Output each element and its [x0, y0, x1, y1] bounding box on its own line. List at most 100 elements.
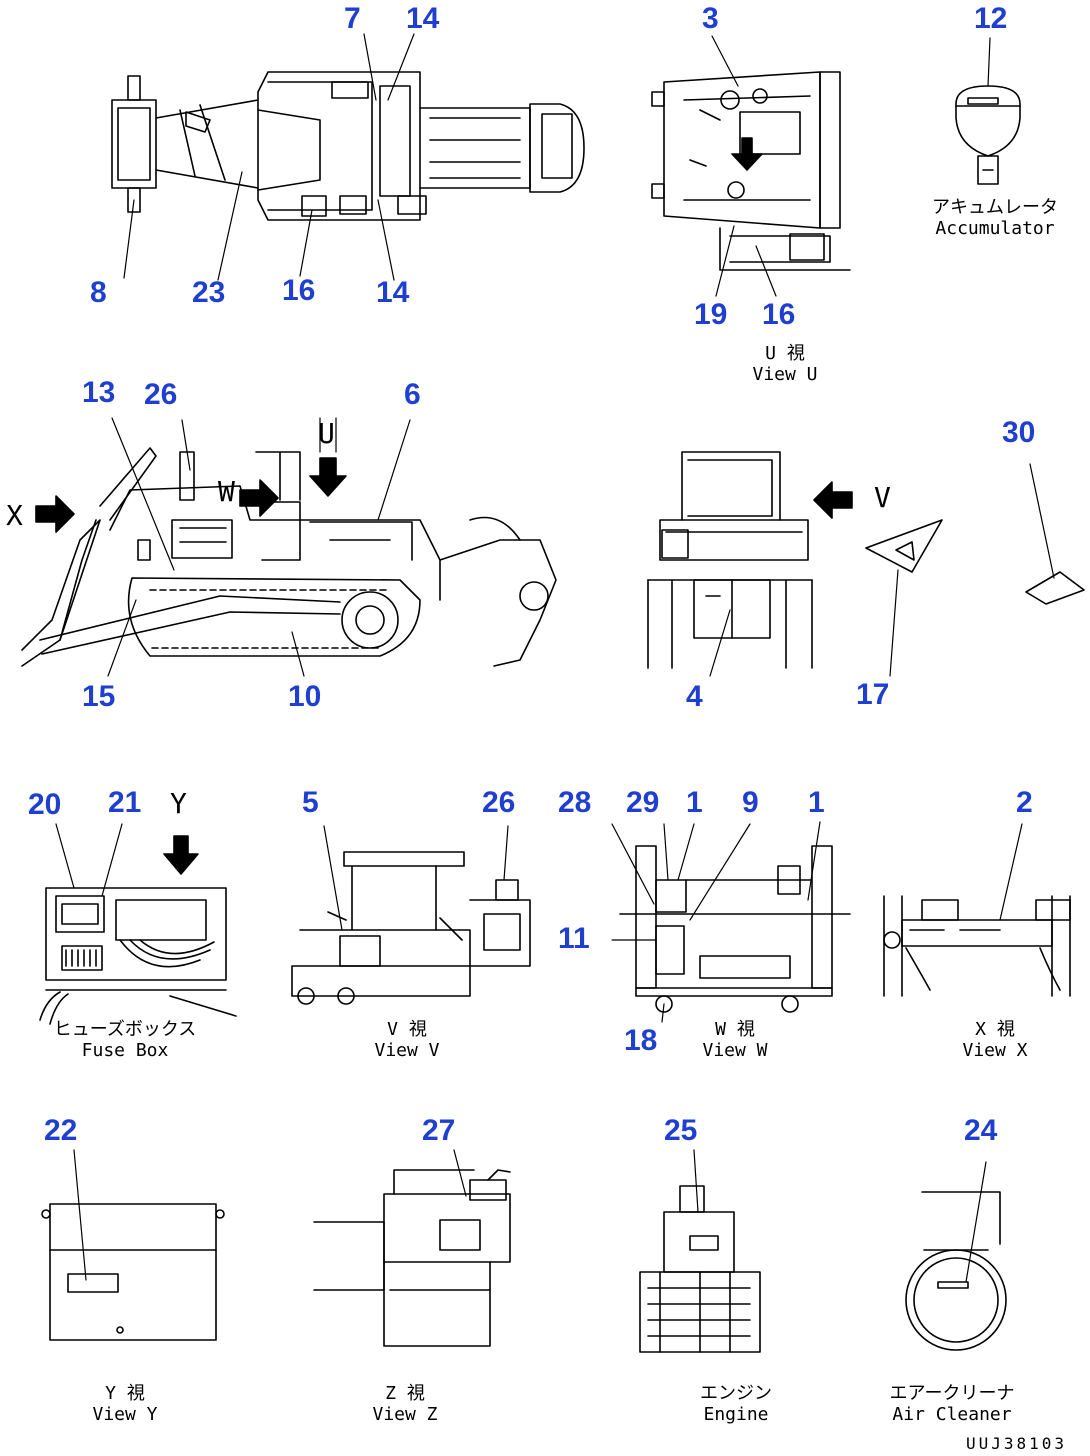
callout-24: 24 — [964, 1114, 998, 1147]
caption-air-cleaner-jp: エアークリーナ — [889, 1383, 1015, 1404]
leader-lines-view-x — [1000, 824, 1022, 920]
caption-air-cleaner-en: Air Cleaner — [892, 1403, 1012, 1425]
side-view-machine — [22, 448, 556, 666]
caption-view-x-jp: X 視 — [975, 1019, 1015, 1040]
callout-16: 16 — [762, 298, 796, 331]
view-x-drawing — [884, 896, 1070, 996]
callout-20: 20 — [28, 788, 62, 821]
callout-23: 23 — [192, 276, 226, 309]
leader-lines-fuse-box — [56, 824, 122, 896]
callout-2: 2 — [1016, 786, 1033, 819]
leader-lines-engine — [694, 1150, 698, 1212]
callout-29: 29 — [626, 786, 660, 819]
caption-view-z-en: View Z — [372, 1403, 438, 1425]
callout-30: 30 — [1002, 416, 1036, 449]
caption-engine: エンジン Engine — [676, 1383, 796, 1425]
callout-15: 15 — [82, 680, 116, 713]
decal-30-drawing — [1026, 464, 1084, 604]
caption-engine-jp: エンジン — [700, 1383, 772, 1404]
callout-3: 3 — [702, 2, 719, 35]
callout-7: 7 — [344, 2, 361, 35]
callout-9: 9 — [742, 786, 759, 819]
decal-17-drawing — [866, 520, 942, 676]
caption-fuse-box-en: Fuse Box — [81, 1039, 169, 1061]
caption-view-u-jp: U 視 — [765, 343, 805, 364]
callout-11: 11 — [558, 922, 590, 955]
view-letter-x: X — [6, 499, 23, 532]
view-letter-u: U — [318, 417, 335, 450]
arrow-w-icon — [240, 480, 278, 516]
leader-lines-rear-view — [710, 610, 730, 676]
caption-view-y: Y 視 View Y — [70, 1383, 180, 1425]
caption-view-u-en: View U — [752, 363, 818, 385]
view-u-drawing — [652, 72, 850, 270]
callout-6: 6 — [404, 378, 421, 411]
callout-12: 12 — [974, 2, 1008, 35]
caption-view-y-jp: Y 視 — [105, 1383, 145, 1404]
callout-4: 4 — [686, 680, 703, 713]
caption-accumulator-en: Accumulator — [935, 217, 1055, 239]
top-view-machine — [112, 72, 584, 220]
leader-lines-view-u — [712, 36, 776, 296]
leader-lines-top-view — [124, 34, 414, 280]
callout-18: 18 — [624, 1024, 658, 1057]
leader-lines-air-cleaner — [966, 1162, 986, 1282]
view-v-drawing — [292, 852, 530, 1004]
caption-engine-en: Engine — [703, 1403, 769, 1425]
leader-lines-view-v — [324, 826, 508, 930]
callout-1: 1 — [808, 786, 825, 819]
drawing-code: UUJ38103 — [966, 1434, 1068, 1453]
view-w-drawing — [620, 846, 850, 1012]
caption-accumulator: アキュムレータ Accumulator — [920, 197, 1070, 239]
caption-fuse-box-jp: ヒューズボックス — [53, 1019, 197, 1040]
engine-drawing — [640, 1186, 760, 1352]
callout-22: 22 — [44, 1114, 78, 1147]
caption-view-w-en: View W — [702, 1039, 768, 1061]
callout-21: 21 — [108, 786, 142, 819]
callout-10: 10 — [288, 680, 322, 713]
caption-air-cleaner: エアークリーナ Air Cleaner — [872, 1383, 1032, 1425]
callout-17: 17 — [856, 678, 890, 711]
callout-19: 19 — [694, 298, 728, 331]
callout-26: 26 — [144, 378, 178, 411]
callout-28: 28 — [558, 786, 592, 819]
callout-8: 8 — [90, 276, 107, 309]
arrow-y-icon — [164, 836, 198, 874]
accumulator-drawing — [956, 38, 1020, 184]
caption-view-x: X 視 View X — [940, 1019, 1050, 1061]
view-letter-y: Y — [170, 787, 187, 820]
caption-view-v-jp: V 視 — [387, 1019, 427, 1040]
arrow-u-icon — [310, 458, 346, 496]
view-letter-v: V — [874, 481, 891, 514]
callout-25: 25 — [664, 1114, 698, 1147]
callout-13: 13 — [82, 376, 116, 409]
callout-1: 1 — [686, 786, 703, 819]
callout-26: 26 — [482, 786, 516, 819]
caption-view-v-en: View V — [374, 1039, 440, 1061]
leader-lines-view-y — [74, 1150, 86, 1280]
callout-14: 14 — [406, 2, 440, 35]
arrow-v-icon — [814, 482, 852, 518]
leader-lines-view-w — [612, 822, 820, 1022]
caption-view-u: U 視 View U — [730, 343, 840, 385]
caption-view-w-jp: W 視 — [715, 1019, 755, 1040]
arrow-x-icon — [36, 496, 74, 532]
rear-view-drawing — [648, 452, 812, 668]
callout-5: 5 — [302, 786, 319, 819]
leader-lines-view-z — [454, 1150, 466, 1196]
caption-accumulator-jp: アキュムレータ — [932, 197, 1058, 218]
caption-view-z: Z 視 View Z — [350, 1383, 460, 1425]
view-y-drawing — [42, 1204, 224, 1340]
arrow-icon — [732, 138, 762, 170]
caption-view-v: V 視 View V — [352, 1019, 462, 1061]
caption-view-w: W 視 View W — [680, 1019, 790, 1061]
callout-16: 16 — [282, 274, 316, 307]
leader-lines-side-view — [108, 418, 410, 676]
caption-view-y-en: View Y — [92, 1403, 158, 1425]
callout-14: 14 — [376, 276, 410, 309]
fuse-box-drawing — [40, 888, 236, 1024]
view-letter-w: W — [218, 475, 235, 508]
callout-27: 27 — [422, 1114, 456, 1147]
